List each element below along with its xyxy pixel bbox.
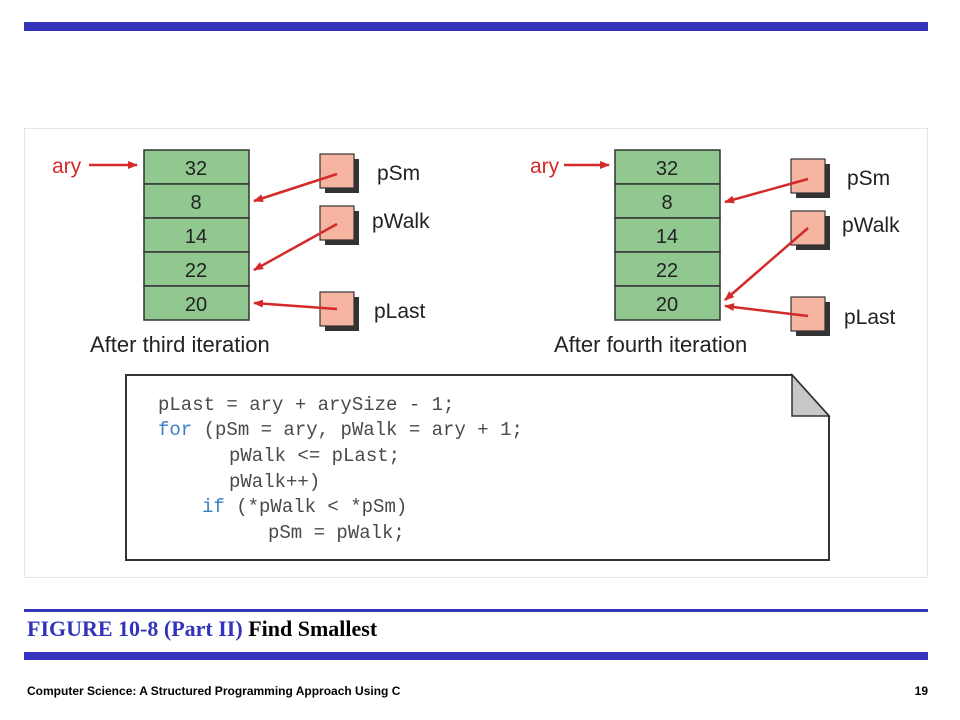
pointer-box-psm-left bbox=[319, 153, 355, 189]
pointer-box-pwalk-left bbox=[319, 205, 355, 241]
caption-top-rule bbox=[24, 609, 928, 612]
pointer-label-psm-left: pSm bbox=[377, 162, 420, 185]
ary-label-right: ary bbox=[530, 155, 560, 178]
array-cell bbox=[143, 217, 250, 253]
figure-number: FIGURE 10-8 (Part II) bbox=[27, 616, 243, 641]
array-left: 32 8 14 22 20 bbox=[143, 149, 250, 321]
ary-label-left: ary bbox=[52, 155, 82, 178]
array-cell bbox=[143, 183, 250, 219]
pointer-label-plast-right: pLast bbox=[844, 306, 896, 329]
top-rule bbox=[24, 22, 928, 31]
code-line-2: for (pSm = ary, pWalk = ary + 1; bbox=[158, 419, 523, 441]
array-cell-value: 32 bbox=[185, 158, 207, 180]
pointer-label-psm-right: pSm bbox=[847, 167, 890, 190]
figure-find-smallest: ary 32 8 14 22 20 pSm pWalk pLast After bbox=[24, 128, 928, 578]
array-cell bbox=[614, 285, 721, 321]
left-panel: ary 32 8 14 22 20 pSm pWalk pLast After bbox=[52, 149, 430, 357]
array-cell-value: 14 bbox=[656, 226, 678, 248]
pwalk-arrow-left bbox=[253, 222, 338, 272]
array-cell-value: 8 bbox=[661, 192, 672, 214]
array-cell-value: 22 bbox=[185, 260, 207, 282]
pointer-label-plast-left: pLast bbox=[374, 300, 426, 323]
right-panel-caption: After fourth iteration bbox=[554, 332, 747, 357]
figure-title: Find Smallest bbox=[248, 616, 378, 641]
code-note-box bbox=[125, 374, 830, 561]
plast-arrow-left bbox=[253, 299, 338, 311]
array-cell-value: 8 bbox=[190, 192, 201, 214]
figure-caption: FIGURE 10-8 (Part II) Find Smallest bbox=[27, 616, 377, 642]
array-cell-value: 32 bbox=[656, 158, 678, 180]
array-cell bbox=[614, 149, 721, 185]
footer-book-title: Computer Science: A Structured Programmi… bbox=[27, 684, 401, 698]
caption-bottom-rule bbox=[24, 652, 928, 660]
array-cell bbox=[143, 285, 250, 321]
pointer-label-pwalk-left: pWalk bbox=[372, 210, 430, 233]
pointer-label-pwalk-right: pWalk bbox=[842, 214, 900, 237]
array-cell bbox=[614, 251, 721, 287]
psm-arrow-right bbox=[724, 177, 809, 204]
code-line-1: pLast = ary + arySize - 1; bbox=[158, 394, 454, 416]
code-line-5: if (*pWalk < *pSm) bbox=[202, 496, 407, 518]
pwalk-arrow-right bbox=[724, 227, 809, 301]
code-line-4: pWalk++) bbox=[229, 471, 320, 493]
code-line-3: pWalk <= pLast; bbox=[229, 445, 400, 467]
array-cell bbox=[614, 183, 721, 219]
array-cell-value: 20 bbox=[656, 294, 678, 316]
pointer-box-psm-right bbox=[790, 158, 826, 194]
page-number: 19 bbox=[914, 684, 928, 698]
code-note: pLast = ary + arySize - 1; for (pSm = ar… bbox=[125, 373, 831, 561]
array-cell-value: 22 bbox=[656, 260, 678, 282]
array-cell-value: 20 bbox=[185, 294, 207, 316]
array-right: 32 8 14 22 20 bbox=[614, 149, 721, 321]
code-line-6: pSm = pWalk; bbox=[268, 522, 405, 544]
psm-arrow-left bbox=[253, 172, 338, 203]
left-panel-caption: After third iteration bbox=[90, 332, 270, 357]
right-panel: ary 32 8 14 22 20 pSm pWalk pLast After bbox=[530, 149, 900, 357]
array-cell-value: 14 bbox=[185, 226, 207, 248]
plast-arrow-right bbox=[724, 303, 809, 318]
code-note-corner-fold bbox=[791, 373, 831, 417]
